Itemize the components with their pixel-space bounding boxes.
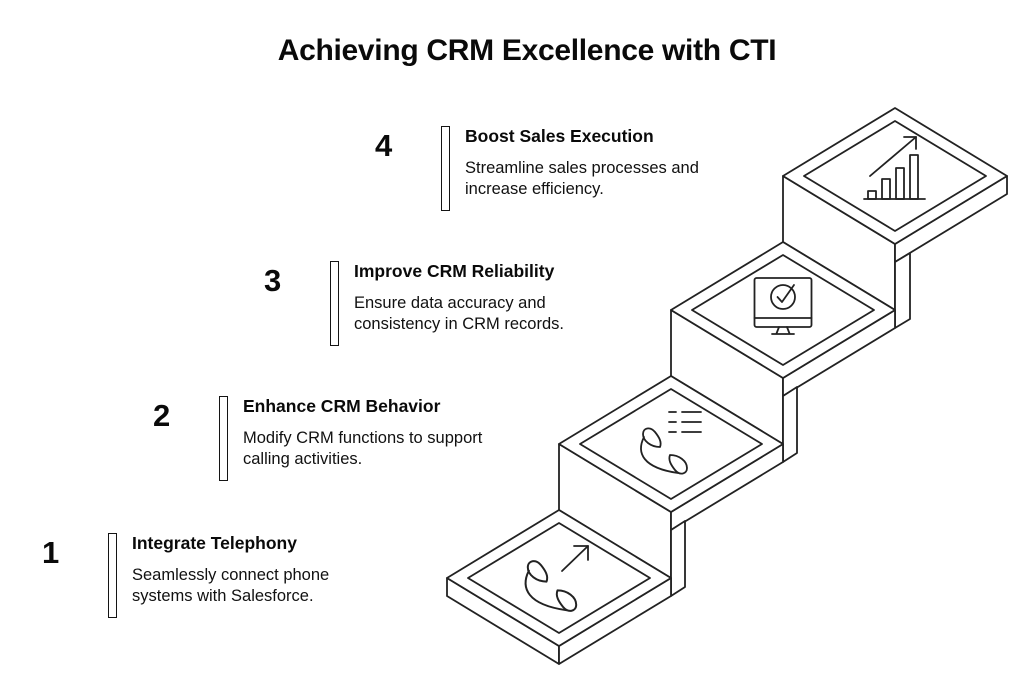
step-title: Integrate Telephony bbox=[132, 533, 297, 553]
step-text-block: Boost Sales Execution Streamline sales p… bbox=[465, 124, 699, 200]
step-description: Seamlessly connect phone systems with Sa… bbox=[132, 566, 330, 605]
step-text-block: Enhance CRM Behavior Modify CRM function… bbox=[243, 394, 482, 470]
step-number: 2 bbox=[153, 398, 171, 433]
step-2-platform bbox=[558, 375, 784, 597]
growth-bar-chart-arrow-icon bbox=[863, 136, 926, 200]
step-title: Enhance CRM Behavior bbox=[243, 396, 441, 416]
step-4-platform bbox=[782, 107, 1008, 329]
step-title: Boost Sales Execution bbox=[465, 126, 654, 146]
step-row-3: 3 Improve CRM Reliability Ensure data ac… bbox=[264, 259, 564, 346]
step-row-4: 4 Boost Sales Execution Streamline sales… bbox=[375, 124, 699, 211]
phone-handset bbox=[640, 427, 688, 475]
page-title: Achieving CRM Excellence with CTI bbox=[277, 34, 777, 67]
step-text-block: Improve CRM Reliability Ensure data accu… bbox=[354, 259, 564, 335]
accent-bar bbox=[108, 533, 117, 618]
step-description: Modify CRM functions to support calling … bbox=[243, 429, 483, 468]
step-description: Streamline sales processes and increase … bbox=[465, 159, 699, 198]
step-description: Ensure data accuracy and consistency in … bbox=[354, 294, 564, 333]
step-title: Improve CRM Reliability bbox=[354, 261, 555, 281]
accent-bar bbox=[330, 261, 339, 346]
step-number: 1 bbox=[42, 535, 60, 570]
phone-call-list-icon bbox=[640, 411, 702, 475]
accent-bar bbox=[219, 396, 228, 481]
phone-handset bbox=[524, 560, 578, 612]
step-row-1: 1 Integrate Telephony Seamlessly connect… bbox=[42, 531, 329, 618]
accent-bar bbox=[441, 126, 450, 211]
step-3-platform bbox=[670, 241, 896, 463]
step-text-block: Integrate Telephony Seamlessly connect p… bbox=[132, 531, 329, 607]
step-1-platform bbox=[446, 509, 672, 665]
step-row-2: 2 Enhance CRM Behavior Modify CRM functi… bbox=[153, 394, 482, 481]
step-number: 4 bbox=[375, 128, 393, 163]
phone-outgoing-arrow-icon bbox=[524, 545, 589, 612]
step-number: 3 bbox=[264, 263, 282, 298]
monitor-checkmark-icon bbox=[753, 277, 813, 335]
